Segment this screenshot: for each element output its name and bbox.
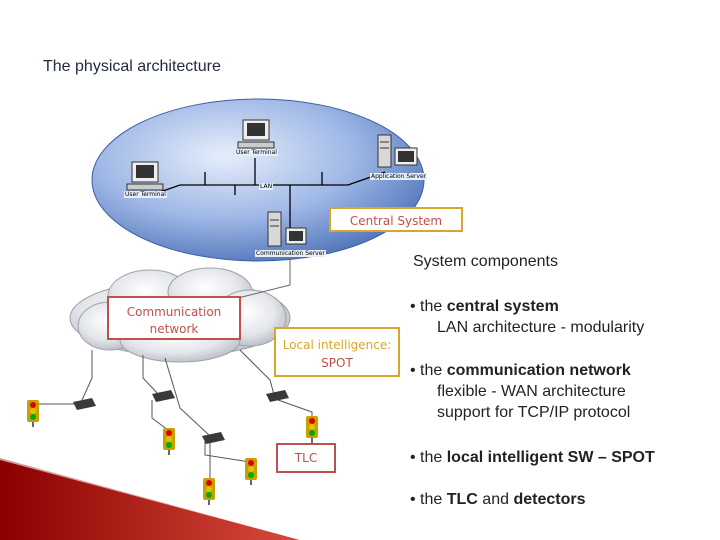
bullet-prefix: • the xyxy=(410,298,447,315)
central-system-label: Central System xyxy=(329,207,463,232)
component-detail: support for TCP/IP protocol xyxy=(437,404,631,421)
application-server-label: Application Server xyxy=(370,173,428,180)
communication-server-icon xyxy=(267,211,307,247)
modem-icon xyxy=(73,390,289,444)
component-communication-network: • the communication network xyxy=(410,360,631,381)
lan-label: LAN xyxy=(259,183,274,190)
user-terminal-2-label: User Terminal xyxy=(124,191,167,198)
user-terminal-1-label: User Terminal xyxy=(235,149,278,156)
tlc-label: TLC xyxy=(276,443,336,473)
communication-network-label: Communication network xyxy=(107,296,241,340)
user-terminal-1-icon xyxy=(237,119,275,149)
application-server-icon xyxy=(377,134,418,168)
bullet-bold: central system xyxy=(446,298,559,315)
component-detail: flexible - WAN architecture xyxy=(437,383,626,400)
local-intelligence-label: Local intelligence: SPOT xyxy=(274,327,400,377)
user-terminal-2-icon xyxy=(126,161,164,191)
components-heading: System components xyxy=(413,253,558,270)
traffic-light-icon xyxy=(27,400,318,505)
bullet-joiner: and xyxy=(477,491,514,508)
communication-network-line-2: network xyxy=(149,322,199,336)
bullet-bold: local intelligent SW – SPOT xyxy=(446,449,655,466)
bullet-prefix: • the xyxy=(410,491,447,508)
bullet-prefix: • the xyxy=(410,449,447,466)
communication-network-line-1: Communication xyxy=(126,305,222,319)
bullet-bold: communication network xyxy=(446,362,631,379)
component-local-sw: • the local intelligent SW – SPOT xyxy=(410,447,655,468)
component-detail: LAN architecture - modularity xyxy=(437,319,645,336)
bullet-bold: TLC xyxy=(446,491,478,508)
slide-title: The physical architecture xyxy=(43,58,221,75)
bullet-prefix: • the xyxy=(410,362,447,379)
slide-corner-decoration xyxy=(0,455,305,540)
component-tlc-detectors: • the TLC and detectors xyxy=(410,489,585,510)
network-links xyxy=(36,349,313,480)
communication-server-label: Communication Server xyxy=(255,250,326,257)
bullet-bold-2: detectors xyxy=(513,491,586,508)
local-intelligence-text: Local intelligence: xyxy=(282,338,392,352)
component-central-system: • the central system xyxy=(410,296,559,317)
spot-text: SPOT xyxy=(321,356,353,370)
